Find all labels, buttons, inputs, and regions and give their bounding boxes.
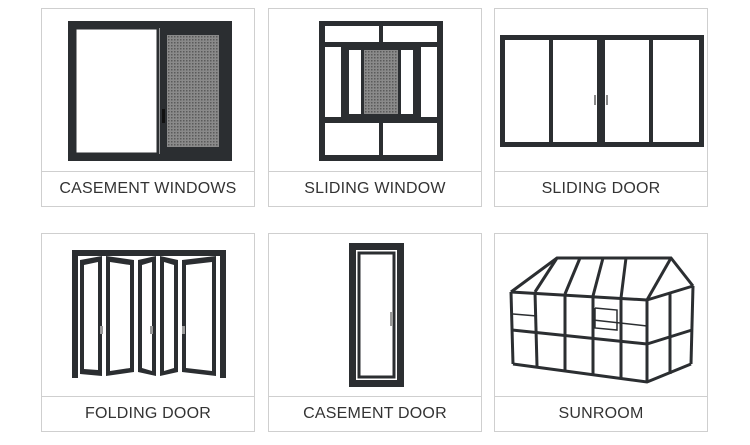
product-card-casement-windows[interactable]: CASEMENT WINDOWS xyxy=(41,8,255,207)
product-label[interactable]: SLIDING DOOR xyxy=(494,171,708,207)
product-label[interactable]: SUNROOM xyxy=(494,396,708,432)
sunroom-icon xyxy=(509,256,695,384)
product-image xyxy=(269,9,481,173)
sliding-door-icon xyxy=(500,35,704,147)
casement-door-icon xyxy=(349,243,404,387)
product-image xyxy=(42,9,254,173)
product-image xyxy=(495,234,707,398)
product-label[interactable]: CASEMENT DOOR xyxy=(268,396,482,432)
product-image xyxy=(42,234,254,398)
product-label[interactable]: CASEMENT WINDOWS xyxy=(41,171,255,207)
sliding-window-icon xyxy=(319,21,443,161)
product-image xyxy=(269,234,481,398)
product-card-sunroom[interactable]: SUNROOM xyxy=(494,233,708,432)
casement-window-icon xyxy=(68,21,232,161)
product-card-sliding-window[interactable]: SLIDING WINDOW xyxy=(268,8,482,207)
product-card-casement-door[interactable]: CASEMENT DOOR xyxy=(268,233,482,432)
product-image xyxy=(495,9,707,173)
product-card-sliding-door[interactable]: SLIDING DOOR xyxy=(494,8,708,207)
product-card-folding-door[interactable]: FOLDING DOOR xyxy=(41,233,255,432)
product-label[interactable]: SLIDING WINDOW xyxy=(268,171,482,207)
folding-door-icon xyxy=(72,250,226,378)
product-label[interactable]: FOLDING DOOR xyxy=(41,396,255,432)
